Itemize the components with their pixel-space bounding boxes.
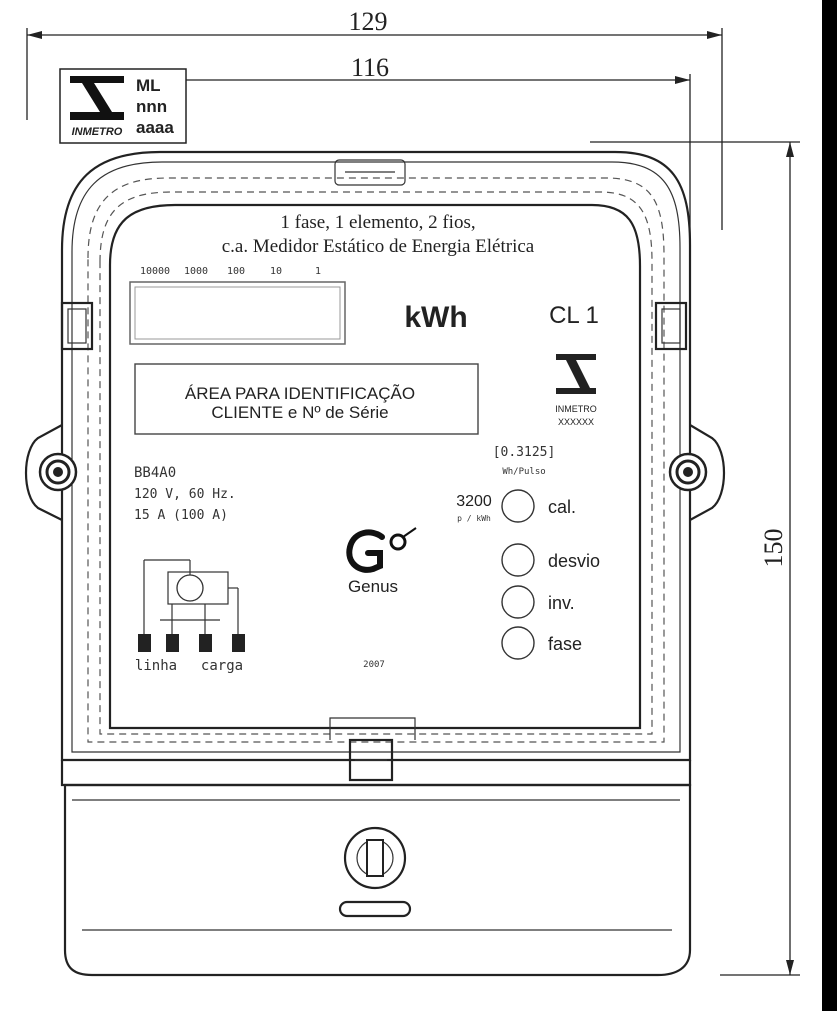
inv-led-label: inv. — [548, 593, 575, 613]
inmetro-badge-brand: INMETRO — [72, 126, 123, 138]
model-label: BB4A0 — [134, 465, 176, 481]
small-seal-code: XXXXXX — [558, 417, 594, 427]
small-inmetro-seal: INMETRO XXXXXX — [555, 354, 597, 427]
dimension-height: 150 — [590, 141, 800, 976]
register-digit-label: 100 — [227, 266, 245, 277]
dimension-inner-width-label: 116 — [351, 53, 389, 82]
inmetro-badge-line3: aaaa — [136, 118, 174, 137]
year-label: 2007 — [363, 660, 385, 670]
inmetro-badge-line2: nnn — [136, 97, 167, 116]
meter-title-line1: 1 fase, 1 elemento, 2 fios, — [280, 212, 475, 233]
current-rating-label: 15 A (100 A) — [134, 508, 228, 523]
accuracy-class-label: CL 1 — [549, 302, 599, 329]
register-digit-label: 1000 — [184, 266, 208, 277]
inmetro-badge: INMETRO ML nnn aaaa — [59, 68, 187, 144]
pulse-value-label: [0.3125] — [493, 445, 556, 460]
terminal-label-linha: linha — [135, 658, 177, 674]
inv-led — [501, 585, 535, 619]
desvio-led — [501, 543, 535, 577]
identification-line1: ÁREA PARA IDENTIFICAÇÃO — [185, 384, 415, 403]
fase-led-label: fase — [548, 634, 582, 654]
pulse-unit-label: Wh/Pulso — [502, 467, 545, 477]
inmetro-logo — [70, 76, 124, 120]
identification-line2: CLIENTE e Nº de Série — [211, 403, 388, 422]
terminal-label-carga: carga — [201, 658, 243, 674]
terminal-block — [166, 634, 179, 652]
genus-logo-mark — [389, 533, 407, 551]
left-mounting-ear — [24, 424, 78, 521]
desvio-led-label: desvio — [548, 551, 600, 571]
small-seal-brand: INMETRO — [555, 404, 597, 414]
genus-logo: Genus — [346, 527, 417, 596]
meter-title-line2: c.a. Medidor Estático de Energia Elétric… — [222, 236, 535, 257]
cal-led-label: cal. — [548, 497, 576, 517]
register-digit-label: 10 — [270, 266, 282, 277]
right-mounting-ear — [668, 424, 726, 521]
terminal-block — [232, 634, 245, 652]
register-digit-label: 1 — [315, 266, 321, 277]
cover-seal-screw — [343, 826, 407, 890]
meter-body — [24, 150, 726, 977]
indicator-lights: cal. desvio inv. fase — [501, 489, 600, 660]
wiring-diagram: linha carga — [135, 559, 245, 674]
register-window — [129, 281, 346, 345]
voltage-frequency-label: 120 V, 60 Hz. — [134, 487, 236, 502]
identification-area — [134, 363, 479, 435]
dimension-total-width: 129 — [26, 7, 723, 230]
terminal-block — [138, 634, 151, 652]
unit-label: kWh — [404, 301, 467, 334]
terminal-cover — [60, 760, 692, 977]
brand-label: Genus — [348, 577, 398, 596]
meter-constant-unit: p / kWh — [457, 514, 491, 523]
right-clip — [654, 301, 688, 351]
terminal-block — [199, 634, 212, 652]
register-digit-label: 10000 — [140, 266, 170, 277]
image-edge-strip — [822, 0, 837, 1011]
meter-constant-label: 3200 — [456, 493, 492, 510]
left-clip — [60, 301, 94, 351]
cal-led — [501, 489, 535, 523]
faceplate: 1 fase, 1 elemento, 2 fios, c.a. Medidor… — [129, 212, 600, 674]
cover-slot — [338, 900, 412, 918]
dimension-height-label: 150 — [759, 529, 788, 568]
inmetro-badge-line1: ML — [136, 76, 161, 95]
register-scale: 10000 1000 100 10 1 — [129, 266, 346, 345]
dimension-total-width-label: 129 — [349, 7, 388, 36]
fase-led — [501, 626, 535, 660]
